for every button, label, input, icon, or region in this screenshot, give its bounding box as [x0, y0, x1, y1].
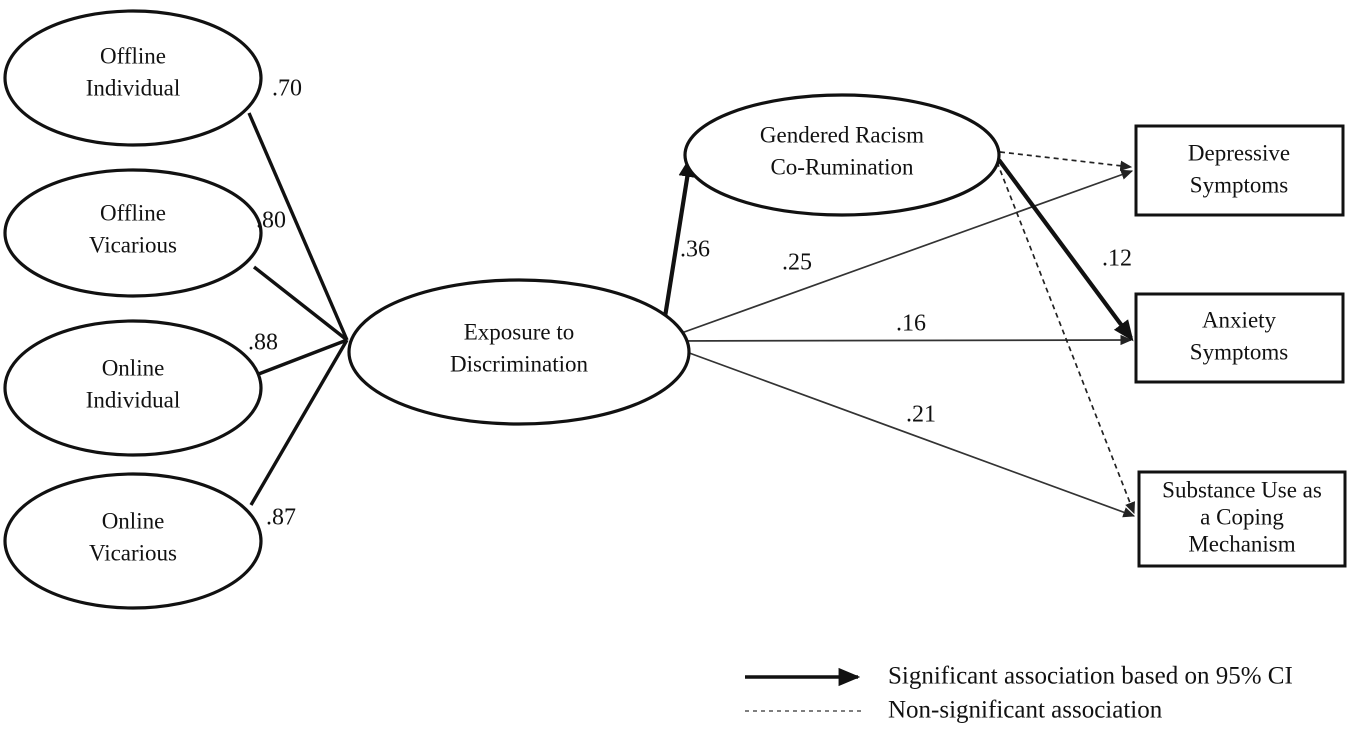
offline-individual-label-line2: Individual — [86, 75, 181, 100]
node-anxiety-symptoms[interactable]: Anxiety Symptoms — [1134, 292, 1345, 384]
online-individual-label-line2: Individual — [86, 387, 181, 412]
substance-use-box[interactable] — [1137, 470, 1347, 568]
depressive-symptoms-label-line2: Symptoms — [1190, 172, 1288, 197]
offline-vicarious-label-line2: Vicarious — [89, 232, 177, 257]
coefficient-label-88: .88 — [248, 330, 278, 356]
substance-use-label-line3: Mechanism — [1188, 531, 1295, 556]
node-depressive-symptoms[interactable]: Depressive Symptoms — [1134, 124, 1345, 217]
exposure-to-discrimination-label-line2: Discrimination — [450, 351, 588, 376]
coefficient-label-80: .80 — [256, 208, 286, 234]
path-exposure-to-gendered-racism — [658, 155, 697, 343]
offline-vicarious-label-line1: Offline — [100, 200, 166, 225]
path-offline-vicarious-to-exposure — [252, 265, 349, 342]
coefficient-label-21: .21 — [906, 402, 936, 428]
legend-group: Significant association based on 95% CI … — [745, 663, 1293, 724]
coefficient-label-70: .70 — [272, 76, 302, 102]
indicator-nodes-group: Offline Individual Offline Vicarious Onl… — [3, 9, 263, 610]
anxiety-symptoms-label-line1: Anxiety — [1202, 307, 1277, 332]
coefficient-label-16: .16 — [896, 311, 926, 337]
path-gendered-racism-to-anxiety — [997, 158, 1134, 342]
gendered-racism-corumination-ellipse[interactable] — [683, 93, 1001, 217]
node-exposure-to-discrimination[interactable]: Exposure to Discrimination — [347, 278, 691, 426]
exposure-to-discrimination-ellipse[interactable] — [347, 278, 691, 426]
node-online-individual[interactable]: Online Individual — [3, 319, 263, 457]
path-online-vicarious-to-exposure — [249, 339, 349, 506]
substance-use-label-line2: a Coping — [1200, 504, 1284, 529]
latent-nodes-group: Exposure to Discrimination Gendered Raci… — [347, 93, 1001, 426]
measurement-paths-group — [247, 112, 349, 506]
substance-use-label-line1: Substance Use as — [1162, 477, 1322, 502]
structural-paths-group — [658, 151, 1136, 518]
node-gendered-racism-corumination[interactable]: Gendered Racism Co-Rumination — [683, 93, 1001, 217]
online-individual-ellipse[interactable] — [3, 319, 263, 457]
anxiety-symptoms-label-line2: Symptoms — [1190, 339, 1288, 364]
exposure-to-discrimination-label-line1: Exposure to — [464, 319, 575, 344]
offline-individual-label-line1: Offline — [100, 43, 166, 68]
online-vicarious-label-line2: Vicarious — [89, 540, 177, 565]
path-gendered-racism-to-depressive — [999, 151, 1133, 171]
legend-label-significant: Significant association based on 95% CI — [888, 663, 1293, 690]
legend-item-significant: Significant association based on 95% CI — [745, 663, 1293, 690]
node-online-vicarious[interactable]: Online Vicarious — [3, 472, 263, 610]
outcome-nodes-group: Depressive Symptoms Anxiety Symptoms Sub… — [1134, 124, 1347, 568]
coefficient-labels-group: .70 .80 .88 .87 .36 .25 .16 .21 .12 — [248, 76, 1132, 531]
node-substance-use[interactable]: Substance Use as a Coping Mechanism — [1137, 470, 1347, 568]
online-vicarious-label-line1: Online — [102, 508, 165, 533]
path-exposure-to-substance-use — [661, 342, 1136, 518]
offline-vicarious-ellipse[interactable] — [3, 168, 263, 298]
node-offline-individual[interactable]: Offline Individual — [3, 9, 263, 147]
depressive-symptoms-label-line1: Depressive — [1188, 140, 1290, 165]
online-vicarious-ellipse[interactable] — [3, 472, 263, 610]
path-exposure-to-depressive — [661, 169, 1134, 341]
path-gendered-racism-to-substance-use — [996, 161, 1135, 515]
path-exposure-to-anxiety — [661, 334, 1133, 346]
coefficient-label-12: .12 — [1102, 246, 1132, 272]
path-online-individual-to-exposure — [255, 338, 348, 377]
coefficient-label-25: .25 — [782, 250, 812, 276]
depressive-symptoms-box[interactable] — [1134, 124, 1345, 217]
path-offline-individual-to-exposure — [247, 112, 349, 341]
node-offline-vicarious[interactable]: Offline Vicarious — [3, 168, 263, 298]
offline-individual-ellipse[interactable] — [3, 9, 263, 147]
legend-label-non-significant: Non-significant association — [888, 697, 1163, 724]
coefficient-label-36: .36 — [680, 237, 710, 263]
gendered-racism-corumination-label-line1: Gendered Racism — [760, 122, 924, 147]
anxiety-symptoms-box[interactable] — [1134, 292, 1345, 384]
legend-item-non-significant: Non-significant association — [745, 697, 1163, 724]
gendered-racism-corumination-label-line2: Co-Rumination — [770, 154, 914, 179]
online-individual-label-line1: Online — [102, 355, 165, 380]
coefficient-label-87: .87 — [266, 505, 296, 531]
